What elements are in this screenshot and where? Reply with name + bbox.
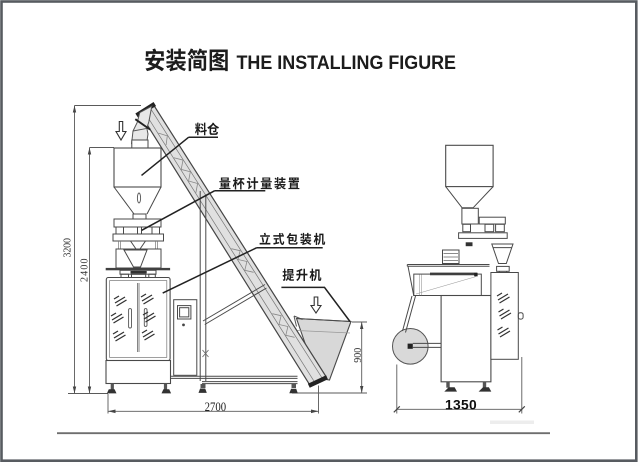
svg-text:THE INSTALLING FIGURE: THE INSTALLING FIGURE <box>237 52 457 74</box>
svg-text:2400: 2400 <box>79 259 90 283</box>
svg-text:900: 900 <box>353 348 364 363</box>
svg-text:3200: 3200 <box>63 238 74 258</box>
svg-text:1350: 1350 <box>445 397 477 412</box>
svg-text:2700: 2700 <box>205 399 227 414</box>
